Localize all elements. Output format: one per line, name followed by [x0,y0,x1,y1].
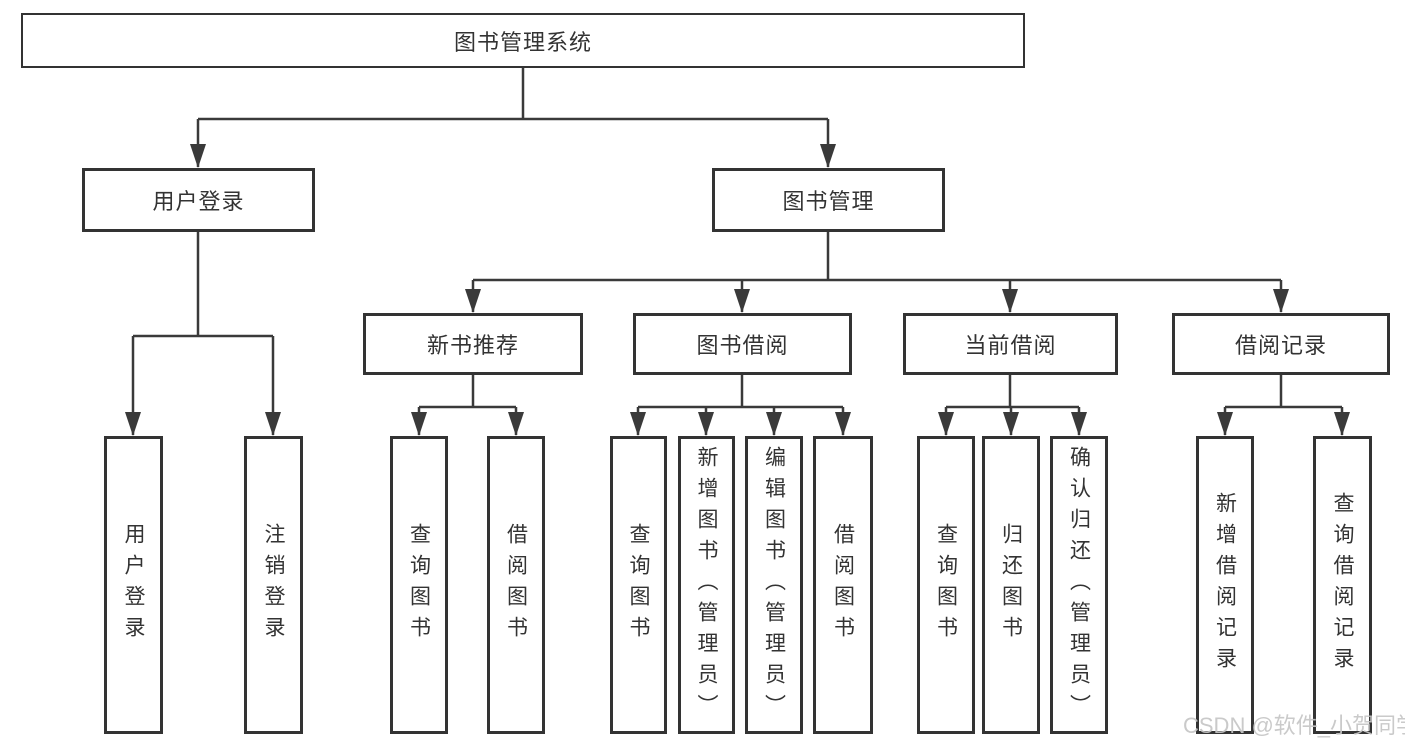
leaf-borrow-add-book: 新增图书（管理员） [678,436,735,734]
leaf-record-add: 新增借阅记录 [1196,436,1254,734]
node-book-borrow-label: 图书借阅 [696,333,789,358]
leaf-record-query-label: 查询借阅记录 [1331,492,1354,678]
leaf-current-return-book: 归还图书 [982,436,1040,734]
leaf-recommend-query-book: 查询图书 [390,436,448,734]
leaf-record-add-label: 新增借阅记录 [1213,492,1237,678]
csdn-watermark: CSDN @软件_小贺同学 [1183,713,1405,738]
node-root: 图书管理系统 [21,13,1025,68]
node-book-management-label: 图书管理 [782,189,875,214]
leaf-borrow-edit-book: 编辑图书（管理员） [745,436,803,734]
leaf-current-query-book: 查询图书 [917,436,975,734]
leaf-current-query-book-label: 查询图书 [934,523,958,647]
leaf-user-login: 用户登录 [104,436,163,734]
leaf-user-login-label: 用户登录 [122,523,145,647]
node-borrow-record: 借阅记录 [1172,313,1390,375]
leaf-recommend-query-book-label: 查询图书 [407,523,431,647]
leaf-borrow-query-book-label: 查询图书 [627,523,650,647]
leaf-recommend-borrow-book: 借阅图书 [487,436,545,734]
leaf-current-confirm-return: 确认归还（管理员） [1050,436,1108,734]
leaf-borrow-borrow-book: 借阅图书 [813,436,873,734]
leaf-logout: 注销登录 [244,436,303,734]
node-borrow-record-label: 借阅记录 [1234,333,1327,358]
leaf-borrow-add-book-label: 新增图书（管理员） [695,445,718,725]
node-user-login-label: 用户登录 [152,189,245,214]
leaf-borrow-query-book: 查询图书 [610,436,667,734]
leaf-logout-label: 注销登录 [262,523,285,647]
leaf-record-query: 查询借阅记录 [1313,436,1372,734]
node-new-book-recommend: 新书推荐 [363,313,583,375]
node-user-login: 用户登录 [82,168,315,232]
node-book-management: 图书管理 [712,168,945,232]
node-new-book-recommend-label: 新书推荐 [426,333,519,358]
node-current-borrow-label: 当前借阅 [964,333,1057,358]
leaf-current-confirm-return-label: 确认归还（管理员） [1067,445,1091,725]
leaf-current-return-book-label: 归还图书 [999,523,1023,647]
leaf-recommend-borrow-book-label: 借阅图书 [504,523,528,647]
leaf-borrow-borrow-book-label: 借阅图书 [831,523,855,647]
node-root-label: 图书管理系统 [453,29,592,55]
leaf-borrow-edit-book-label: 编辑图书（管理员） [762,445,786,725]
node-current-borrow: 当前借阅 [903,313,1118,375]
node-book-borrow: 图书借阅 [633,313,852,375]
